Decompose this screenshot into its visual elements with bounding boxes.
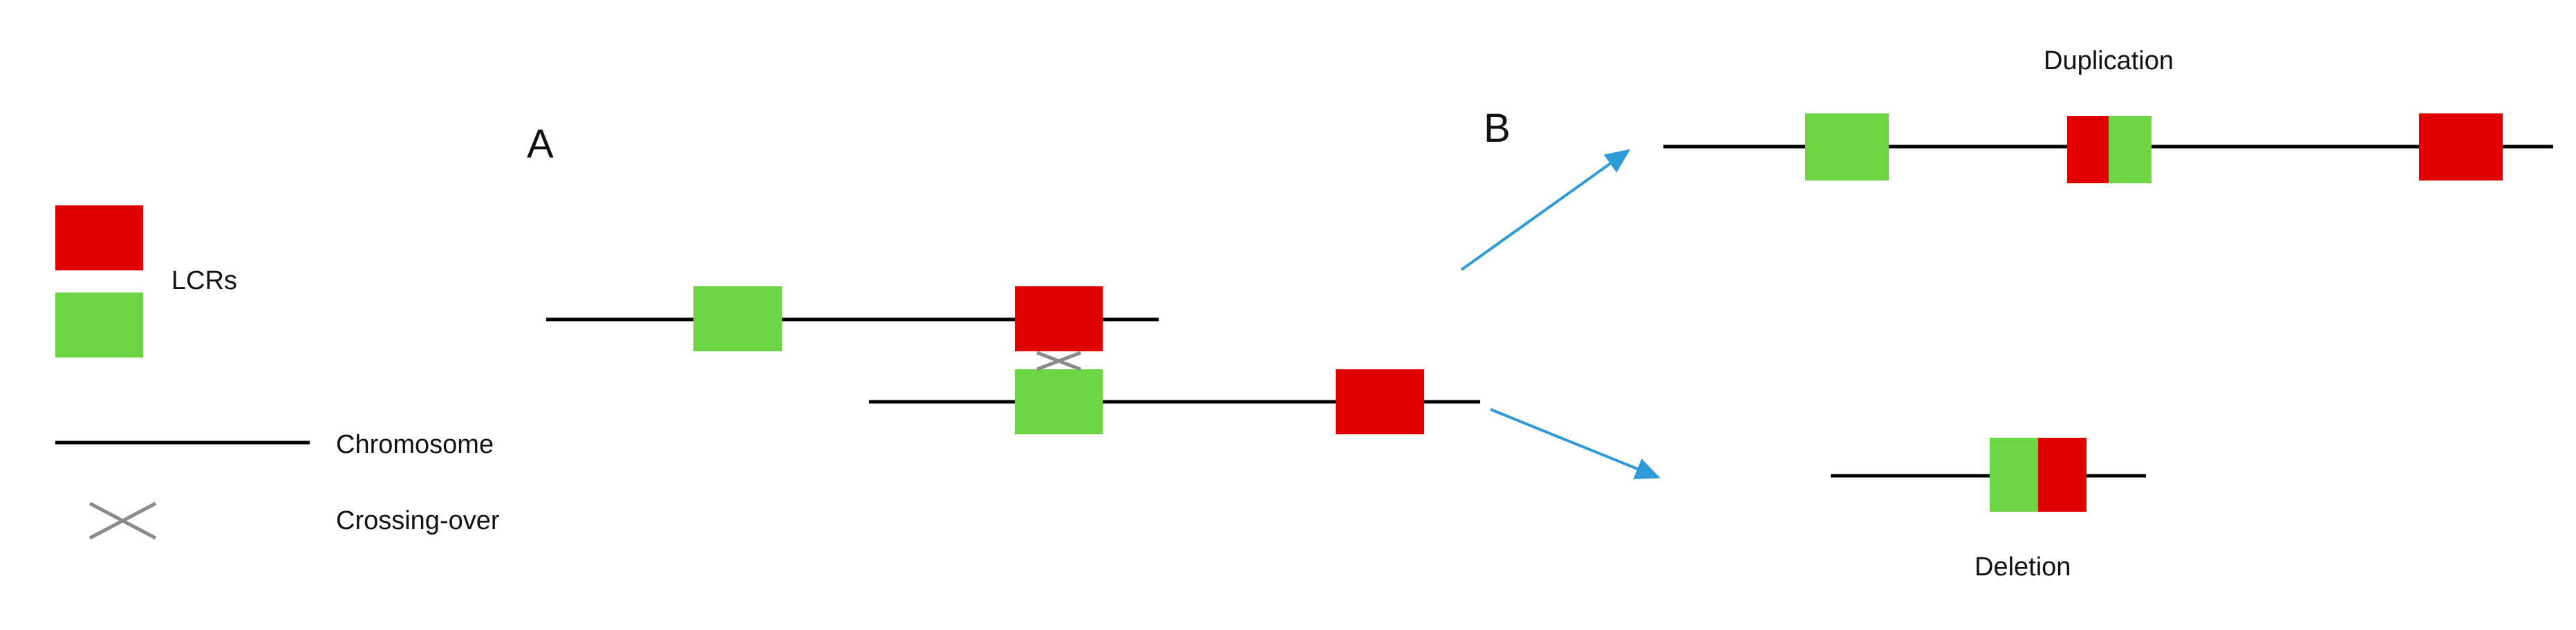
deletion-label: Deletion: [1975, 553, 2071, 582]
legend-red-lcr-box: [55, 205, 143, 270]
panel-b: B Duplication Deletion: [1484, 46, 2553, 582]
panel-a: A: [527, 122, 1480, 434]
panel-a-bottom-red-lcr: [1336, 369, 1424, 434]
panel-a-bottom-green-lcr: [1015, 369, 1103, 434]
panel-b-label: B: [1484, 106, 1511, 151]
duplication-red-lcr: [2419, 113, 2503, 180]
legend-green-lcr-box: [55, 293, 143, 358]
panel-a-label: A: [527, 122, 554, 167]
arrow-to-duplication: [1460, 149, 1631, 271]
deletion-hybrid-red-part: [2038, 438, 2087, 512]
duplication-label: Duplication: [2044, 46, 2174, 75]
panel-a-crossing-over-icon: [1036, 351, 1081, 371]
legend-crossing-over-label: Crossing-over: [336, 506, 500, 535]
deletion-hybrid-green-part: [1990, 438, 2038, 512]
panel-a-top-red-lcr: [1015, 286, 1103, 351]
duplication-hybrid-red-part: [2067, 116, 2109, 183]
panel-a-top-green-lcr: [693, 286, 782, 351]
legend-chromosome-label: Chromosome: [336, 430, 494, 459]
duplication-hybrid-green-part: [2109, 116, 2152, 183]
legend-crossing-over-icon: [88, 501, 157, 540]
legend-lcr-label: LCRs: [171, 266, 237, 295]
legend: LCRs Chromosome Crossing-over: [55, 205, 500, 540]
arrow-to-deletion: [1490, 408, 1661, 479]
duplication-green-lcr: [1805, 113, 1889, 180]
